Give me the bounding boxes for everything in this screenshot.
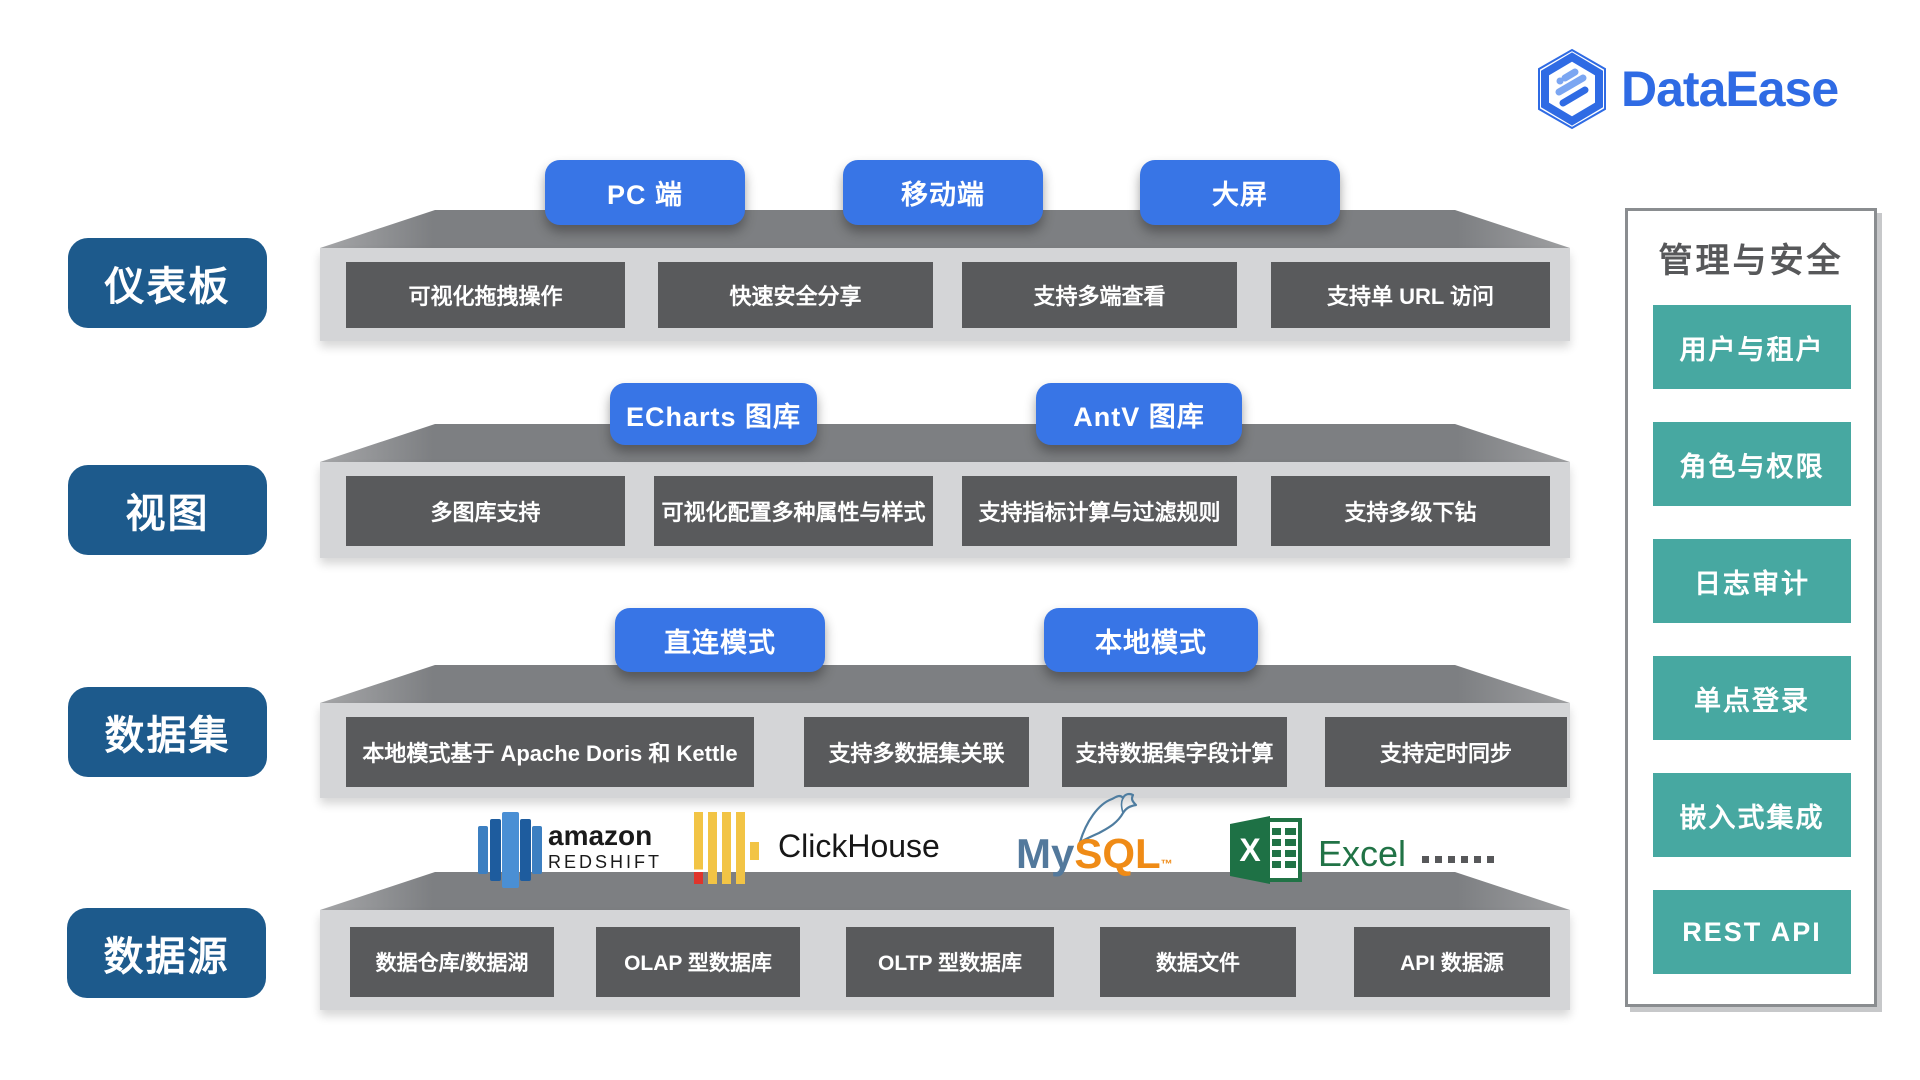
dataset-feature-sync: 支持定时同步 bbox=[1325, 717, 1567, 787]
mysql-tm-mark: ™ bbox=[1160, 857, 1173, 871]
datasource-feature-files: 数据文件 bbox=[1100, 927, 1296, 997]
dashboard-feature-share: 快速安全分享 bbox=[658, 262, 933, 328]
svg-text:X: X bbox=[1239, 832, 1261, 868]
management-security-title: 管理与安全 bbox=[1658, 242, 1844, 280]
dashboard-feature-url: 支持单 URL 访问 bbox=[1271, 262, 1550, 328]
management-security-panel: 管理与安全 用户与租户 角色与权限 日志审计 单点登录 嵌入式集成 REST A… bbox=[1625, 208, 1877, 1007]
dataset-feature-join: 支持多数据集关联 bbox=[804, 717, 1029, 787]
dataset-platform-top bbox=[320, 665, 1570, 703]
excel-wordmark: Excel bbox=[1318, 833, 1407, 874]
layer-label-dataset: 数据集 bbox=[68, 687, 267, 777]
brand-logo: DataEase bbox=[1535, 48, 1839, 130]
clickhouse-wordmark: ClickHouse bbox=[778, 828, 940, 864]
datasource-feature-warehouse: 数据仓库/数据湖 bbox=[350, 927, 554, 997]
mysql-sql-text: SQL bbox=[1074, 830, 1161, 877]
view-feature-style: 可视化配置多种属性与样式 bbox=[654, 476, 933, 546]
security-item-restapi[interactable]: REST API bbox=[1653, 890, 1851, 974]
view-feature-filter: 支持指标计算与过滤规则 bbox=[962, 476, 1237, 546]
dataease-hexagon-icon bbox=[1538, 48, 1606, 130]
datasource-feature-olap: OLAP 型数据库 bbox=[596, 927, 800, 997]
redshift-amazon-text: amazon bbox=[548, 820, 653, 851]
security-item-roles[interactable]: 角色与权限 bbox=[1653, 422, 1851, 506]
more-datasources-ellipsis bbox=[1422, 856, 1494, 863]
layer-label-datasource: 数据源 bbox=[67, 908, 266, 998]
dashboard-feature-drag: 可视化拖拽操作 bbox=[346, 262, 625, 328]
view-platform-top bbox=[320, 424, 1570, 462]
dataset-feature-fieldcalc: 支持数据集字段计算 bbox=[1062, 717, 1287, 787]
excel-icon: X bbox=[1230, 812, 1304, 893]
clickhouse-icon bbox=[694, 812, 764, 884]
view-feature-multilib: 多图库支持 bbox=[346, 476, 625, 546]
dashboard-button-bigscreen[interactable]: 大屏 bbox=[1140, 160, 1340, 225]
security-item-embed[interactable]: 嵌入式集成 bbox=[1653, 773, 1851, 857]
dataset-button-direct[interactable]: 直连模式 bbox=[615, 608, 825, 672]
datasource-feature-api: API 数据源 bbox=[1354, 927, 1550, 997]
dashboard-button-pc[interactable]: PC 端 bbox=[545, 160, 745, 225]
mysql-wordmark: MySQL™ bbox=[1016, 830, 1173, 878]
datasource-feature-oltp: OLTP 型数据库 bbox=[846, 927, 1054, 997]
redshift-icon bbox=[478, 812, 542, 893]
dataset-button-local[interactable]: 本地模式 bbox=[1044, 608, 1258, 672]
dashboard-feature-multiview: 支持多端查看 bbox=[962, 262, 1237, 328]
dashboard-button-mobile[interactable]: 移动端 bbox=[843, 160, 1043, 225]
view-button-antv[interactable]: AntV 图库 bbox=[1036, 383, 1242, 445]
security-item-audit[interactable]: 日志审计 bbox=[1653, 539, 1851, 623]
layer-label-dashboard: 仪表板 bbox=[68, 238, 267, 328]
security-item-sso[interactable]: 单点登录 bbox=[1653, 656, 1851, 740]
brand-name: DataEase bbox=[1621, 61, 1839, 117]
dataset-feature-doris: 本地模式基于 Apache Doris 和 Kettle bbox=[346, 717, 754, 787]
view-button-echarts[interactable]: ECharts 图库 bbox=[610, 383, 817, 445]
mysql-my-text: My bbox=[1016, 830, 1075, 877]
security-item-users[interactable]: 用户与租户 bbox=[1653, 305, 1851, 389]
redshift-redshift-text: REDSHIFT bbox=[548, 852, 662, 872]
redshift-wordmark: amazon REDSHIFT bbox=[548, 822, 662, 874]
layer-label-view: 视图 bbox=[68, 465, 267, 555]
view-feature-drill: 支持多级下钻 bbox=[1271, 476, 1550, 546]
mysql-dolphin-icon bbox=[1076, 792, 1140, 851]
